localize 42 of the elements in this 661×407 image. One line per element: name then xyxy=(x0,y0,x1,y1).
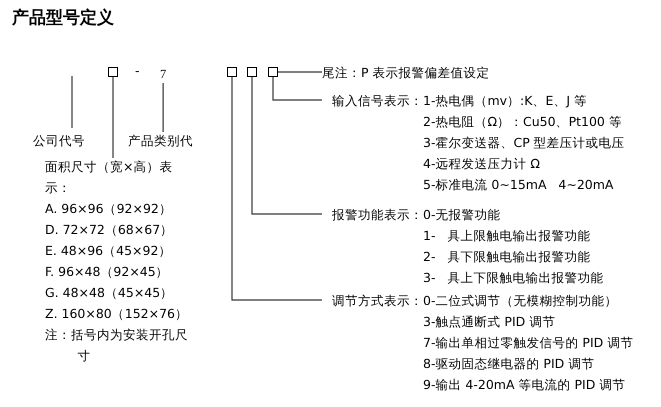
part-label: 产品类别代 xyxy=(128,130,193,151)
list-item: 3-触点通断式 PID 调节 xyxy=(423,313,556,331)
list-item: D. 72×72（68×67） xyxy=(45,221,174,239)
code-square xyxy=(108,67,118,77)
note-text: 尾注：P 表示报警偏差值设定 xyxy=(322,62,490,83)
list-item: 0-无报警功能 xyxy=(423,206,502,224)
list-heading: 面积尺寸（宽×高）表示： xyxy=(45,158,174,197)
leader-line xyxy=(162,83,164,132)
list-item: 注：括号内为安装开孔尺寸 xyxy=(45,326,189,365)
leader-line xyxy=(251,77,322,215)
part-label: 公司代号 xyxy=(33,130,85,151)
code-square xyxy=(247,67,257,77)
connector-line xyxy=(278,71,322,73)
leader-line xyxy=(112,77,114,158)
list-item: A. 96×96（92×92） xyxy=(45,200,173,218)
list-item: 0-二位式调节（无模糊控制功能） xyxy=(423,292,618,310)
list-item: E. 48×96（45×92） xyxy=(45,242,172,260)
code-square xyxy=(268,67,278,77)
list-item: F. 96×48（92×45） xyxy=(45,263,170,281)
list-item: 9-输出 4-20mA 等电流的 PID 调节 xyxy=(423,376,626,394)
code-square xyxy=(227,67,237,77)
leader-line xyxy=(231,77,322,301)
list-item: 7-输出单相过零触发信号的 PID 调节 xyxy=(423,334,634,352)
list-item: 1-热电偶（mv）:K、E、J 等 xyxy=(423,92,588,110)
list-item: 5-标准电流 0~15mA 4~20mA xyxy=(423,176,614,194)
list-item: G. 48×48（45×45） xyxy=(45,284,174,302)
list-heading: 调节方式表示： xyxy=(332,292,423,310)
separator-dash: - xyxy=(135,63,140,78)
list-item: 1- 具上限触电输出报警功能 xyxy=(423,227,592,245)
list-item: 2-热电阻（Ω）：Cu50、Pt100 等 xyxy=(423,113,623,131)
list-item: 3- 具上下限触电输出报警功能 xyxy=(423,269,604,287)
page-title: 产品型号定义 xyxy=(12,7,114,29)
list-item: 2- 具下限触电输出报警功能 xyxy=(423,248,592,266)
leader-line xyxy=(71,76,73,128)
code-digit: 7 xyxy=(160,64,166,85)
list-heading: 输入信号表示： xyxy=(332,92,423,110)
list-item: 3-霍尔变送器、CP 型差压计或电压 xyxy=(423,134,625,152)
leader-line xyxy=(272,77,322,101)
list-item: Z. 160×80（152×76） xyxy=(45,305,189,323)
list-heading: 报警功能表示： xyxy=(332,206,423,224)
list-item: 4-远程发送压力计 Ω xyxy=(423,155,541,173)
list-item: 8-驱动固态继电器的 PID 调节 xyxy=(423,355,596,373)
